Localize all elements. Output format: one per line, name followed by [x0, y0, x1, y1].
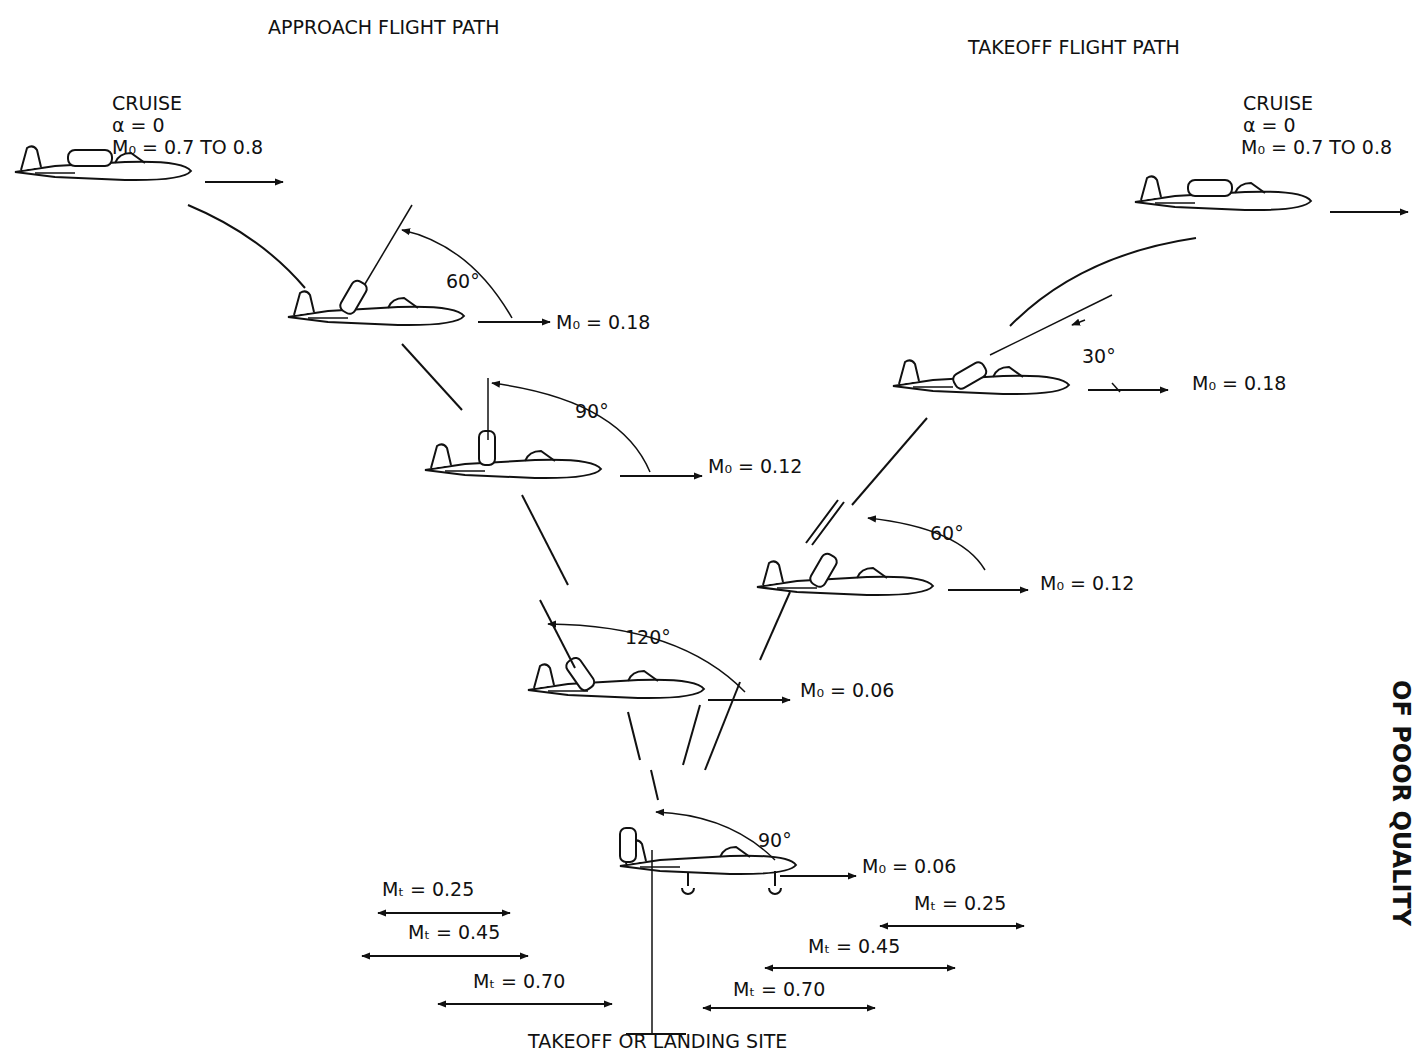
angle-label: 90° — [758, 829, 792, 851]
state-label: CRUISE — [1243, 92, 1313, 114]
flight-path-lines — [188, 205, 1196, 800]
angle-label: 60° — [930, 522, 964, 544]
mach-label: M₀ = 0.18 — [556, 311, 650, 333]
state-label: CRUISE — [112, 92, 182, 114]
heading: APPROACH FLIGHT PATH — [268, 16, 499, 38]
angle-label: 90° — [575, 400, 609, 422]
mach-label: M₀ = 0.12 — [708, 455, 802, 477]
speed-arrows — [205, 182, 1408, 1034]
tip-mach-label: Mₜ = 0.70 — [733, 978, 825, 1000]
angle-label: 60° — [446, 270, 480, 292]
tip-mach-label: Mₜ = 0.25 — [382, 878, 474, 900]
tip-mach-label: Mₜ = 0.25 — [914, 892, 1006, 914]
mach-label: M₀ = 0.7 TO 0.8 — [112, 136, 263, 158]
site-label: TAKEOFF OR LANDING SITE — [528, 1030, 787, 1052]
mach-label: M₀ = 0.12 — [1040, 572, 1134, 594]
mach-label: M₀ = 0.06 — [800, 679, 894, 701]
tip-mach-label: Mₜ = 0.70 — [473, 970, 565, 992]
state-label: α = 0 — [112, 114, 165, 136]
watermark: OF POOR QUALITY — [1390, 680, 1412, 926]
mach-label: M₀ = 0.18 — [1192, 372, 1286, 394]
tip-mach-label: Mₜ = 0.45 — [808, 935, 900, 957]
angle-label: 30° — [1082, 345, 1116, 367]
tip-mach-label: Mₜ = 0.45 — [408, 921, 500, 943]
state-label: α = 0 — [1243, 114, 1296, 136]
heading: TAKEOFF FLIGHT PATH — [968, 36, 1180, 58]
aircraft — [15, 146, 1311, 894]
mach-label: M₀ = 0.06 — [862, 855, 956, 877]
angle-label: 120° — [625, 626, 671, 648]
angle-arcs — [365, 205, 1120, 1035]
mach-label: M₀ = 0.7 TO 0.8 — [1241, 136, 1392, 158]
